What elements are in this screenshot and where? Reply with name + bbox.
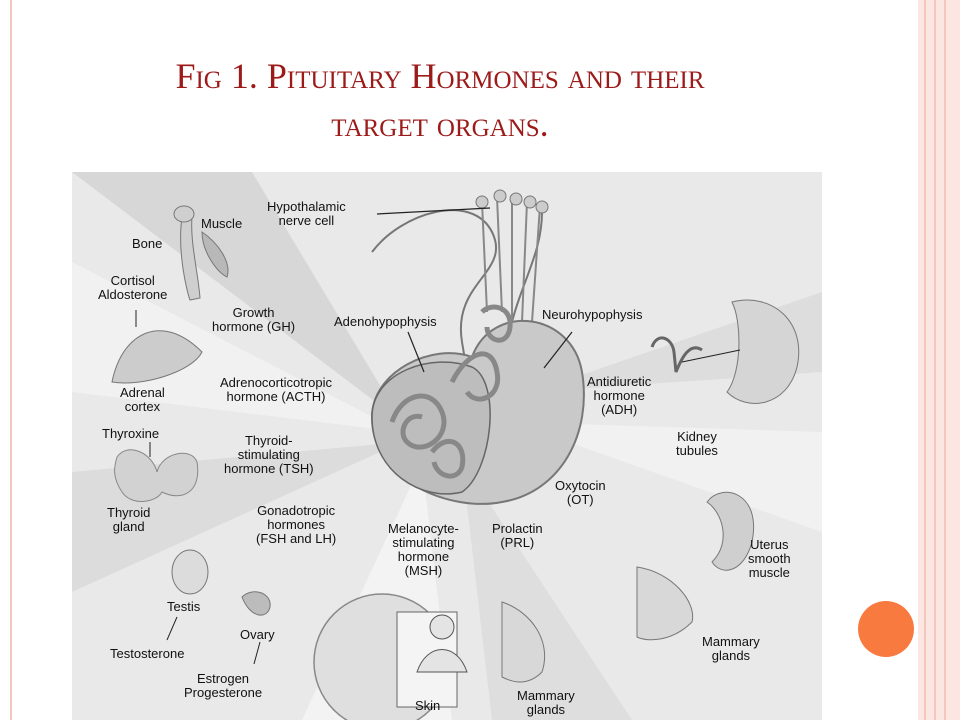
infundibulum-outline <box>371 209 543 403</box>
label-msh: Melanocyte- stimulating hormone (MSH) <box>388 521 459 578</box>
muscle-art <box>201 231 229 278</box>
ray-light <box>72 262 402 432</box>
label-neurohypophysis: Neurohypophysis <box>542 307 643 322</box>
mammary-right-art <box>636 566 694 641</box>
testis-art <box>171 549 209 595</box>
pointer-adenohypophysis <box>407 331 425 373</box>
pointer-neurohypophysis <box>543 331 573 369</box>
anterior-lobe <box>371 361 491 495</box>
ovary-art <box>241 591 271 616</box>
ray-shade <box>72 172 402 422</box>
slide-title: Fig 1. Pituitary Hormones and their targ… <box>0 52 880 148</box>
label-mammary-bottom: Mammary glands <box>517 688 575 717</box>
accent-circle <box>858 601 914 657</box>
label-skin: Skin <box>415 698 441 713</box>
label-gonadotropic: Gonadotropic hormones (FSH and LH) <box>256 503 337 546</box>
label-gh: Growth hormone (GH) <box>212 305 296 334</box>
label-testis: Testis <box>167 599 201 614</box>
label-acth: Adrenocorticotropic hormone (ACTH) <box>220 375 332 404</box>
label-thyroxine: Thyroxine <box>102 426 160 441</box>
label-muscle: Muscle <box>201 216 243 231</box>
adrenal-art <box>111 330 203 384</box>
person-head <box>429 614 455 640</box>
slide-left-border <box>0 0 12 720</box>
label-cortisol: Cortisol Aldosterone <box>98 273 168 302</box>
label-ovary: Ovary <box>240 627 275 642</box>
label-tsh: Thyroid- stimulating hormone (TSH) <box>224 433 314 476</box>
label-uterus: Uterus smooth muscle <box>748 537 791 580</box>
mammary-bottom-art <box>501 601 546 683</box>
portal-capillaries <box>389 304 513 479</box>
pituitary-diagram: Hypothalamic nerve cell Muscle Bone Cort… <box>72 172 822 720</box>
label-oxytocin: Oxytocin (OT) <box>555 478 606 507</box>
label-bone: Bone <box>132 236 163 251</box>
pointer-hypothalamic <box>376 207 491 215</box>
nerve-fibers <box>481 196 541 323</box>
bone-art <box>180 216 201 301</box>
arrow-testis <box>166 616 178 641</box>
thyroid-art <box>114 449 199 502</box>
slide-right-border <box>918 0 960 720</box>
pointer-kidney <box>681 349 741 363</box>
tubule-art <box>650 336 703 373</box>
title-line-1: Fig 1. Pituitary Hormones and their <box>175 56 705 96</box>
label-mammary-right: Mammary glands <box>702 634 760 663</box>
uterus-art <box>706 492 755 571</box>
title-line-2: target organs. <box>331 104 549 144</box>
label-thyroid: Thyroid gland <box>107 505 151 534</box>
label-estrogen: Estrogen Progesterone <box>184 671 263 700</box>
label-prolactin: Prolactin (PRL) <box>492 521 543 550</box>
kidney-art <box>726 299 800 404</box>
label-kidney: Kidney tubules <box>676 429 718 458</box>
label-testosterone: Testosterone <box>110 646 185 661</box>
person-torso <box>416 649 468 673</box>
label-adenohypophysis: Adenohypophysis <box>334 314 437 329</box>
diagram-artwork <box>72 172 822 720</box>
nerve-cell-bodies <box>475 189 549 214</box>
label-hypothalamic: Hypothalamic nerve cell <box>267 199 346 228</box>
arrow-ovary <box>253 641 261 665</box>
bone-head <box>173 205 195 223</box>
label-adh: Antidiuretic hormone (ADH) <box>587 374 652 417</box>
label-adrenal: Adrenal cortex <box>120 385 165 414</box>
